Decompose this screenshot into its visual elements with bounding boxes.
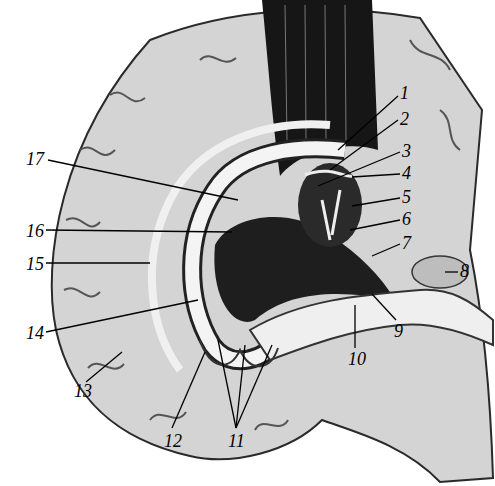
callout-number: 2 [400, 110, 409, 128]
leader-line [172, 352, 205, 428]
callout-number: 6 [402, 210, 411, 228]
leader-line [352, 174, 400, 177]
callout-number: 15 [26, 255, 44, 273]
leader-line [46, 300, 198, 332]
leader-line [330, 120, 398, 170]
callout-number: 16 [26, 222, 44, 240]
callout-number: 13 [74, 382, 92, 400]
callout-number: 3 [402, 142, 411, 160]
hippocampus [250, 290, 493, 360]
leader-line [236, 345, 245, 428]
callout-number: 7 [402, 234, 411, 252]
callout-number: 1 [400, 84, 409, 102]
dentate-folds [200, 340, 278, 366]
leader-line [354, 305, 355, 348]
leader-line [86, 352, 122, 382]
callout-number: 5 [402, 188, 411, 206]
leader-line [318, 152, 400, 186]
callout-number: 14 [26, 324, 44, 342]
leader-line [372, 244, 400, 256]
leader-line [48, 160, 238, 200]
leader-line [352, 198, 400, 206]
callout-number: 11 [228, 432, 245, 450]
leader-line [46, 262, 150, 263]
callout-number: 17 [26, 150, 44, 168]
callout-number: 9 [394, 322, 403, 340]
callout-number: 12 [164, 432, 182, 450]
leader-line [350, 220, 400, 230]
leader-line [218, 340, 236, 428]
leader-line [46, 230, 232, 232]
leader-line [372, 294, 396, 320]
callout-number: 10 [348, 350, 366, 368]
gyri [64, 40, 460, 430]
callout-number: 8 [460, 262, 469, 280]
band-texture [285, 5, 346, 140]
amygdala [412, 256, 468, 288]
leader-line [236, 345, 272, 428]
callout-number: 4 [402, 164, 411, 182]
leader-line [445, 271, 458, 272]
thalamus [298, 163, 362, 247]
